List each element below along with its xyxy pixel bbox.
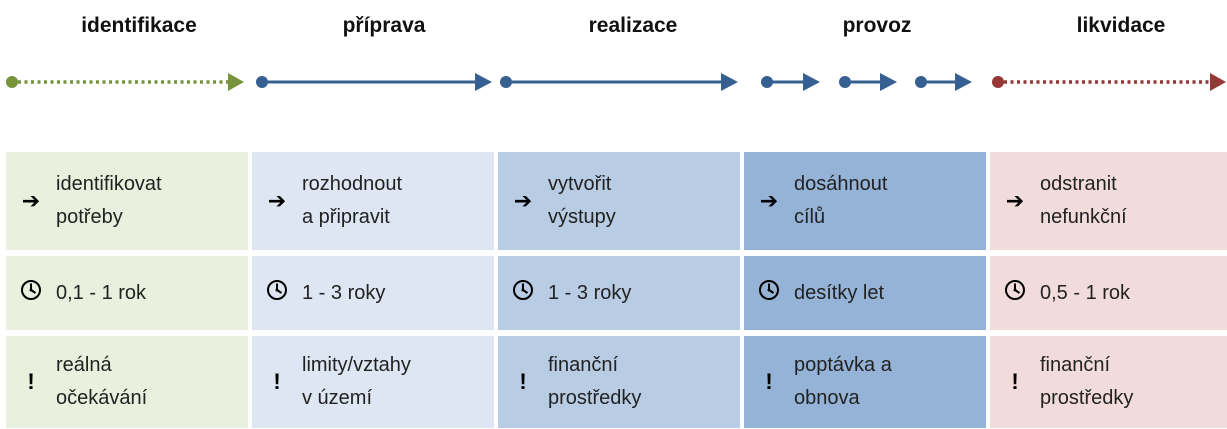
risk-cell-0: ! reálná očekávání <box>6 336 248 428</box>
exclamation-icon: ! <box>1011 369 1019 394</box>
clock-icon <box>990 279 1040 307</box>
goal-text: identifikovat potřeby <box>56 173 162 228</box>
duration-text: 0,1 - 1 rok <box>56 281 147 304</box>
goal-text: vytvořit výstupy <box>548 173 616 228</box>
exclamation-icon: ! <box>273 369 281 394</box>
exclamation-icon: ! <box>765 369 773 394</box>
timeline <box>6 73 1226 91</box>
clock-icon <box>498 279 548 307</box>
timeline-priprava <box>256 73 492 91</box>
goal-text: dosáhnout cílů <box>794 173 888 228</box>
goal-cell-0: ➔ identifikovat potřeby <box>6 152 248 250</box>
timeline-provoz <box>761 73 972 91</box>
duration-cell-4: 0,5 - 1 rok <box>990 256 1227 330</box>
goal-cell-3: ➔ dosáhnout cílů <box>744 152 986 250</box>
phase-title-1: příprava <box>342 14 426 37</box>
duration-text: 1 - 3 roky <box>302 281 386 304</box>
goal-cell-1: ➔ rozhodnout a připravit <box>252 152 494 250</box>
clock-icon <box>252 279 302 307</box>
risk-text: poptávka a obnova <box>794 354 892 409</box>
duration-cell-2: 1 - 3 roky <box>498 256 740 330</box>
duration-cell-0: 0,1 - 1 rok <box>6 256 248 330</box>
arrow-right-icon: ➔ <box>1005 188 1025 213</box>
arrow-right-icon: ➔ <box>21 188 41 213</box>
exclamation-icon: ! <box>27 369 35 394</box>
risk-text: limity/vztahy v území <box>302 354 411 409</box>
duration-text: 1 - 3 roky <box>548 281 632 304</box>
arrow-right-icon: ➔ <box>759 188 779 213</box>
timeline-likvidace <box>992 73 1226 91</box>
duration-text: 0,5 - 1 rok <box>1040 281 1131 304</box>
duration-cell-1: 1 - 3 roky <box>252 256 494 330</box>
phase-title-3: provoz <box>842 14 912 37</box>
risk-text: finanční prostředky <box>1040 354 1134 409</box>
exclamation-icon: ! <box>519 369 527 394</box>
phase-title-2: realizace <box>588 14 678 37</box>
risk-text: finanční prostředky <box>548 354 642 409</box>
clock-icon <box>6 279 56 307</box>
phase-title-4: likvidace <box>1076 14 1166 37</box>
arrow-right-icon: ➔ <box>267 188 287 213</box>
risk-cell-4: ! finanční prostředky <box>990 336 1227 428</box>
risk-cell-2: ! finanční prostředky <box>498 336 740 428</box>
timeline-realizace <box>500 73 738 91</box>
phase-title-0: identifikace <box>81 14 197 37</box>
arrow-right-icon: ➔ <box>513 188 533 213</box>
goal-text: rozhodnout a připravit <box>302 173 403 228</box>
goal-cell-4: ➔ odstranit nefunkční <box>990 152 1227 250</box>
duration-text: desítky let <box>794 281 885 304</box>
goal-cell-2: ➔ vytvořit výstupy <box>498 152 740 250</box>
risk-cell-3: ! poptávka a obnova <box>744 336 986 428</box>
timeline-identifikace <box>6 73 244 91</box>
risk-cell-1: ! limity/vztahy v území <box>252 336 494 428</box>
clock-icon <box>744 279 794 307</box>
duration-cell-3: desítky let <box>744 256 986 330</box>
risk-text: reálná očekávání <box>56 354 148 409</box>
goal-text: odstranit nefunkční <box>1040 173 1127 228</box>
